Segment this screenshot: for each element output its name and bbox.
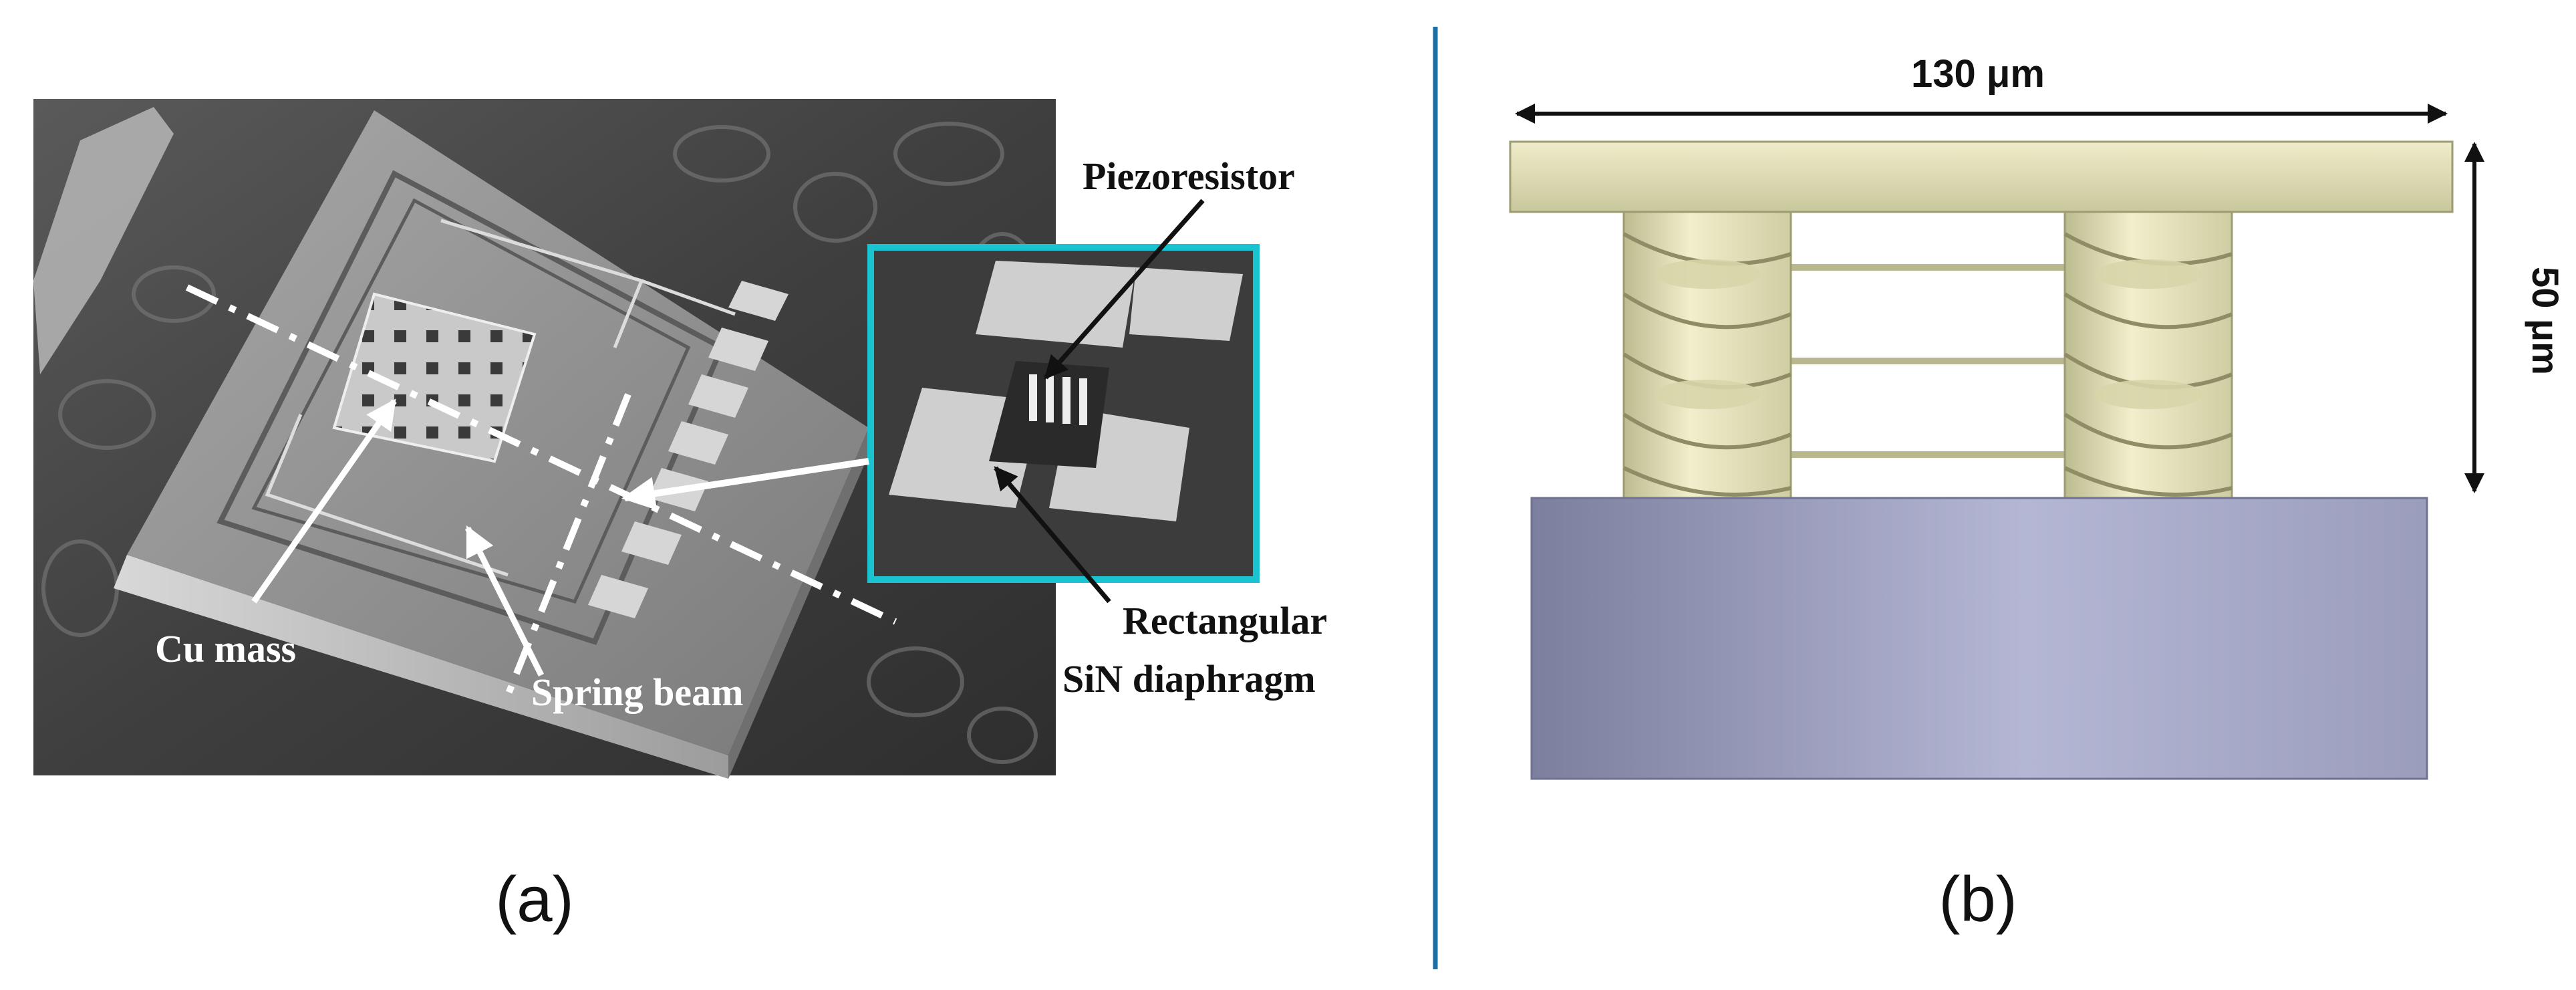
- chip-front-face: [114, 555, 728, 779]
- arrow-inset-to-chip: [621, 458, 869, 511]
- label-sin-diaphragm: SiN diaphragm: [1062, 657, 1316, 701]
- fiber-debris: [33, 107, 174, 374]
- top-plate: [1509, 140, 2454, 213]
- chip-trench-inner: [251, 198, 691, 604]
- spring-left: [1622, 211, 1792, 501]
- piezoresistor-array: [1029, 374, 1087, 425]
- inset-border: [867, 244, 1260, 583]
- panel-a: Piezoresistor Rectangular SiN diaphragm …: [33, 99, 1327, 935]
- inset-zoom: [867, 244, 1260, 583]
- label-cu-mass: Cu mass: [155, 627, 296, 670]
- label-rectangular: Rectangular: [1123, 599, 1327, 642]
- spring-beams: [265, 219, 736, 577]
- arrow-to-cu-mass: [251, 398, 397, 604]
- label-spring-beam: Spring beam: [531, 670, 743, 714]
- caption-a: (a): [495, 864, 573, 935]
- width-dimension-label: 130 μm: [1911, 52, 2045, 96]
- arrow-to-piezoresistor: [1044, 199, 1205, 380]
- arrow-to-diaphragm: [994, 466, 1111, 604]
- caption-b: (b): [1939, 864, 2017, 935]
- panel-b: 130 μm 50 μm: [1509, 52, 2567, 935]
- height-dimension-label: 50 μm: [2525, 267, 2567, 375]
- arrow-to-spring-beam: [464, 525, 545, 677]
- bond-pads: [588, 281, 789, 618]
- connecting-rods: [1777, 264, 2071, 458]
- annotation-arrows: [251, 199, 1205, 677]
- chip-trench-outer: [217, 170, 726, 645]
- spring-right: [2063, 211, 2233, 501]
- label-piezoresistor: Piezoresistor: [1083, 154, 1295, 198]
- chip-side-face: [728, 428, 869, 779]
- substrate-base: [1530, 497, 2428, 780]
